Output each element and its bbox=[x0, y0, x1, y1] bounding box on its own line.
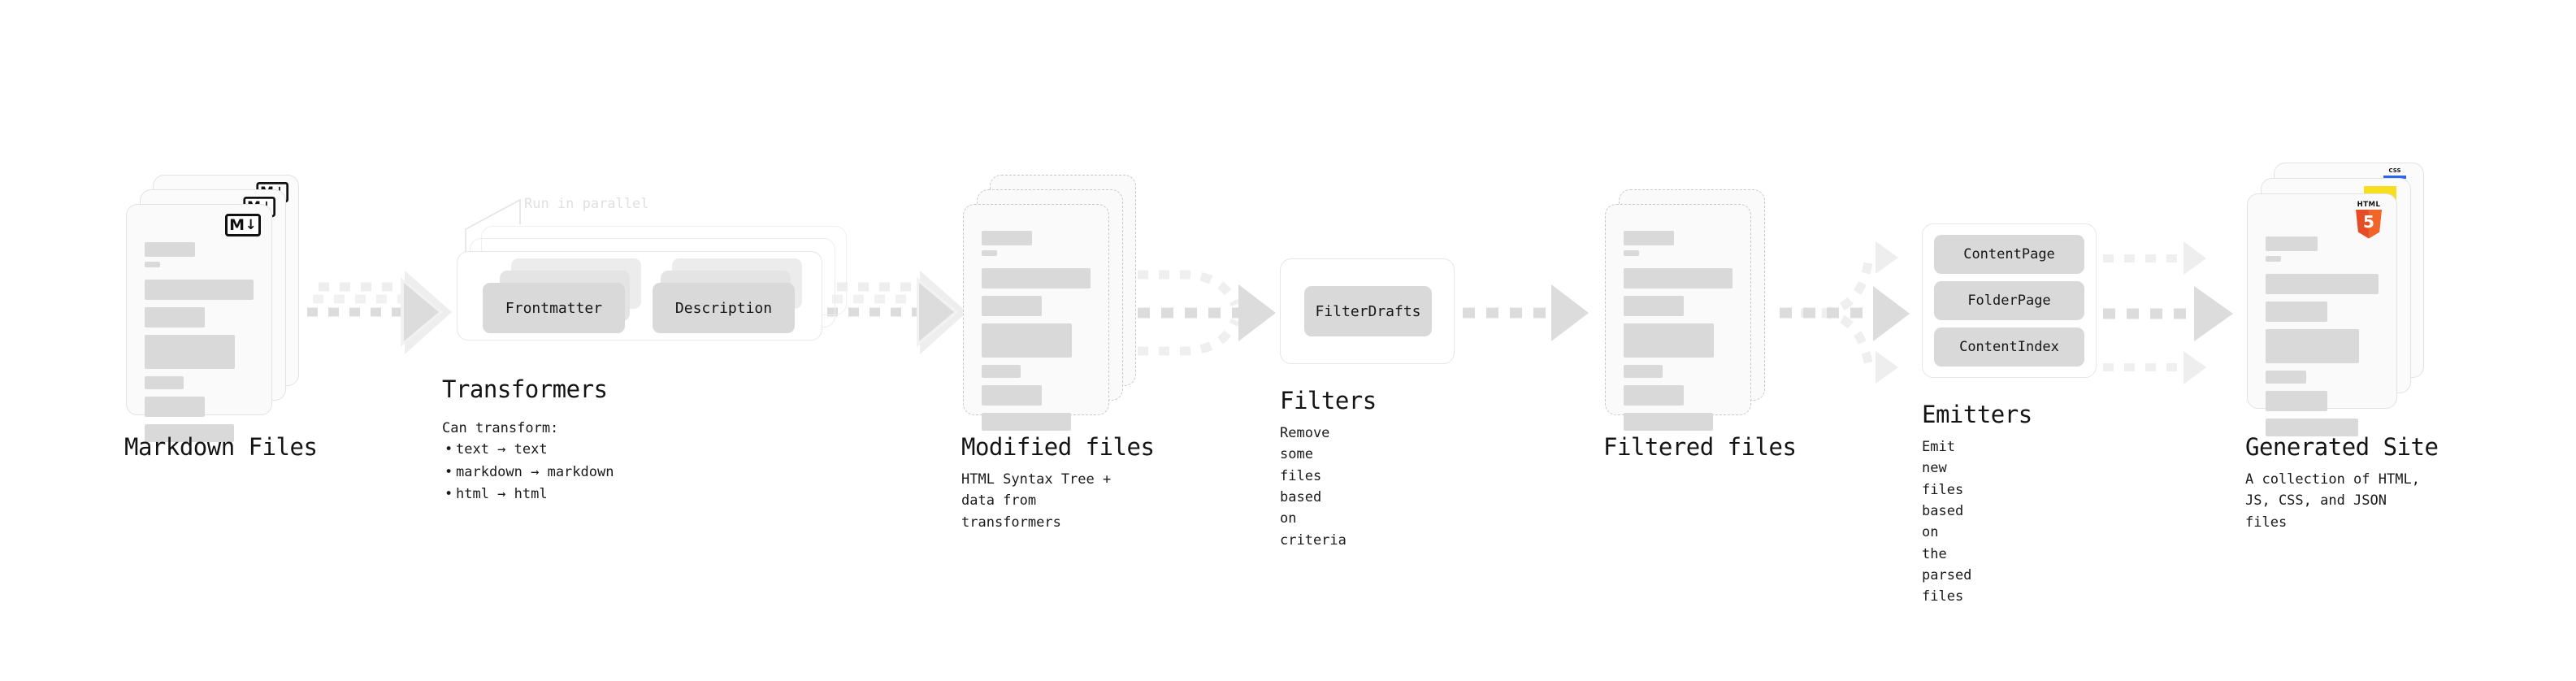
skeleton-line bbox=[2266, 301, 2328, 322]
skeleton-line bbox=[2266, 419, 2358, 436]
modified-card-front bbox=[963, 204, 1109, 431]
emitters-description: Emit new files based on the parsed files bbox=[1922, 439, 1972, 605]
filtered-skeleton-content bbox=[1624, 231, 1733, 438]
filter-chip-filterdrafts[interactable]: FilterDrafts bbox=[1304, 286, 1432, 336]
skeleton-subheading bbox=[145, 262, 160, 267]
markdown-badge: M↓ bbox=[225, 214, 261, 236]
html5-badge-label: HTML bbox=[2357, 201, 2381, 209]
markdown-badge-arrow: ↓ bbox=[245, 216, 257, 233]
list-item: markdown → markdown bbox=[442, 462, 614, 484]
list-item: html → html bbox=[442, 484, 614, 506]
skeleton-heading bbox=[1624, 231, 1674, 245]
transformers-description: Can transform: text → text markdown → ma… bbox=[442, 418, 614, 506]
skeleton-line bbox=[1624, 385, 1684, 406]
skeleton-line bbox=[2266, 391, 2328, 411]
skeleton-line bbox=[1624, 268, 1733, 288]
skeleton-subheading bbox=[2266, 256, 2282, 262]
css3-badge: CSS bbox=[2381, 168, 2409, 179]
markdown-card-stack: M↓ M↓ M↓ bbox=[126, 175, 305, 442]
markdown-card-front: M↓ bbox=[126, 204, 272, 442]
arrow-markdown-to-transformers bbox=[307, 271, 452, 354]
skeleton-line bbox=[1624, 296, 1684, 316]
modified-files-description: HTML Syntax Tree + data from transformer… bbox=[961, 471, 1112, 531]
skeleton-line bbox=[982, 296, 1042, 316]
skeleton-line bbox=[145, 307, 205, 327]
transformers-capability-list: text → text markdown → markdown html → h… bbox=[442, 439, 614, 506]
stage-title-modified-files: Modified files bbox=[961, 433, 1155, 461]
skeleton-paragraph bbox=[1624, 323, 1715, 358]
emitter-chip-contentpage[interactable]: ContentPage bbox=[1934, 235, 2084, 274]
html5-badge: HTML 5 bbox=[2353, 202, 2385, 239]
skeleton-line bbox=[1624, 365, 1663, 378]
stage-title-filtered-files: Filtered files bbox=[1603, 433, 1797, 461]
skeleton-subheading bbox=[1624, 250, 1639, 256]
skeleton-line bbox=[145, 424, 234, 442]
skeleton-heading bbox=[982, 231, 1032, 245]
stage-modified-files: Modified files HTML Syntax Tree + data f… bbox=[961, 175, 1155, 531]
transformers-description-head: Can transform: bbox=[442, 420, 559, 436]
skeleton-subheading bbox=[982, 250, 997, 256]
stage-title-generated-site: Generated Site bbox=[2245, 433, 2439, 461]
html5-badge-shield: 5 bbox=[2356, 209, 2382, 239]
modified-card-stack bbox=[963, 175, 1142, 431]
run-in-parallel-label: Run in parallel bbox=[524, 196, 649, 212]
arrow-transformers-to-modified bbox=[827, 271, 967, 354]
markdown-badge-m: M bbox=[229, 215, 245, 234]
markdown-skeleton-content bbox=[145, 242, 254, 449]
skeleton-line bbox=[982, 413, 1071, 431]
arrow-modified-to-filters bbox=[1138, 270, 1276, 356]
stage-title-markdown-files: Markdown Files bbox=[124, 433, 318, 461]
filtered-card-front bbox=[1605, 204, 1751, 431]
stage-title-transformers: Transformers bbox=[442, 375, 608, 403]
modified-skeleton-content bbox=[982, 231, 1091, 438]
generated-site-description: A collection of HTML, JS, CSS, and JSON … bbox=[2245, 471, 2420, 531]
generated-card-stack: CSS HTML 5 bbox=[2247, 163, 2434, 436]
skeleton-line bbox=[1624, 413, 1713, 431]
skeleton-heading bbox=[2266, 236, 2318, 251]
css3-badge-underline bbox=[2383, 176, 2406, 179]
html5-badge-number: 5 bbox=[2363, 212, 2374, 232]
transformer-chip-description[interactable]: Description bbox=[653, 283, 795, 333]
skeleton-line bbox=[982, 385, 1042, 406]
stage-markdown-files: M↓ M↓ M↓ bbox=[124, 175, 318, 461]
arrow-filters-to-filtered bbox=[1463, 284, 1589, 341]
skeleton-paragraph bbox=[982, 323, 1073, 358]
skeleton-line bbox=[2266, 274, 2379, 294]
skeleton-line bbox=[145, 397, 205, 417]
list-item: text → text bbox=[442, 439, 614, 462]
stage-title-filters: Filters bbox=[1280, 387, 1377, 414]
stage-filtered-files: Filtered files bbox=[1603, 175, 1797, 461]
skeleton-line bbox=[145, 376, 184, 389]
emitter-chip-contentindex[interactable]: ContentIndex bbox=[1934, 327, 2084, 367]
emitter-chip-folderpage[interactable]: FolderPage bbox=[1934, 281, 2084, 320]
css3-badge-label: CSS bbox=[2388, 167, 2401, 174]
skeleton-paragraph bbox=[2266, 329, 2360, 363]
skeleton-line bbox=[2266, 371, 2307, 384]
skeleton-heading bbox=[145, 242, 195, 257]
skeleton-line bbox=[982, 268, 1091, 288]
arrow-emitters-to-site bbox=[2103, 241, 2233, 384]
filters-description: Remove some files based on criteria bbox=[1280, 425, 1347, 549]
skeleton-paragraph bbox=[145, 335, 236, 369]
skeleton-line bbox=[982, 365, 1021, 378]
skeleton-line bbox=[145, 280, 254, 300]
generated-skeleton-content bbox=[2266, 236, 2379, 444]
filtered-card-stack bbox=[1605, 175, 1784, 431]
generated-card-front-html: HTML 5 bbox=[2247, 193, 2397, 436]
arrow-filtered-to-emitters bbox=[1780, 241, 1910, 384]
stage-title-emitters: Emitters bbox=[1922, 401, 2032, 428]
stage-generated-site: CSS HTML 5 bbox=[2245, 163, 2439, 531]
transformer-chip-frontmatter[interactable]: Frontmatter bbox=[483, 283, 625, 333]
